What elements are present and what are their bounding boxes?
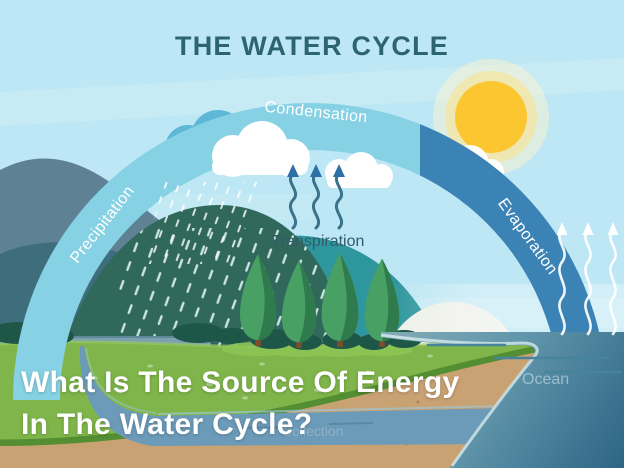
question-line-2: In The Water Cycle? [21, 408, 313, 441]
question-line-1: What Is The Source Of Energy [21, 366, 460, 399]
river [79, 346, 506, 446]
evaporation-arrows [556, 222, 619, 336]
arc-precipitation-side [13, 103, 420, 400]
ocean-waves [426, 343, 622, 374]
ocean [380, 332, 624, 468]
label-transpiration: Transpiration [271, 233, 365, 250]
cloud-small [325, 152, 393, 188]
label-collection: Collection [282, 423, 344, 439]
tree [321, 253, 359, 347]
arc-evaporation-side [420, 124, 600, 335]
tree-row [222, 253, 422, 357]
tree [281, 260, 317, 348]
cycle-arc [13, 103, 600, 400]
tree [364, 258, 400, 347]
cloud-main [212, 121, 310, 177]
rain-from-cloud [142, 182, 260, 264]
label-ocean: Ocean [522, 371, 570, 388]
transpiration-arrows [287, 164, 345, 230]
page-title: THE WATER CYCLE [175, 31, 449, 61]
tree [240, 254, 276, 346]
